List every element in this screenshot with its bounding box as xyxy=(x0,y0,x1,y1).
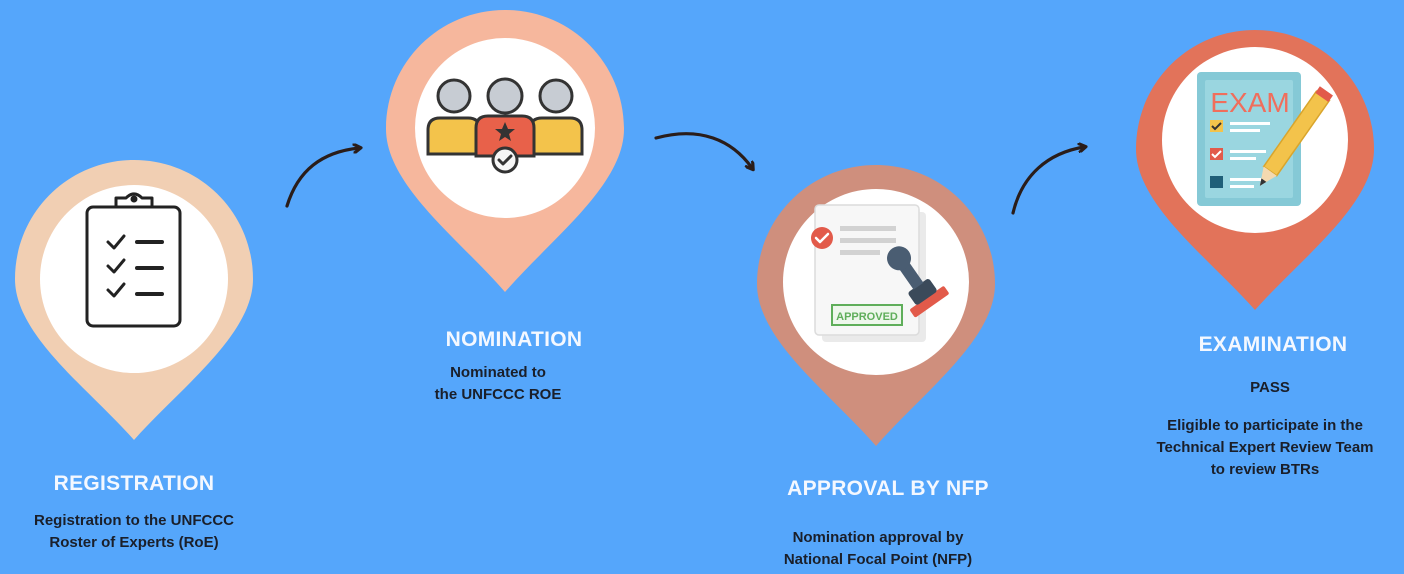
approved-stamp-text: APPROVED xyxy=(836,311,898,323)
nomination-desc-line-1: Nominated to xyxy=(450,364,546,381)
approval-description: Nomination approval by National Focal Po… xyxy=(758,527,998,571)
approval-pin: APPROVED xyxy=(757,165,995,446)
registration-description: Registration to the UNFCCC Roster of Exp… xyxy=(14,510,254,554)
examination-desc-line-1: Eligible to participate in the xyxy=(1167,417,1363,434)
arrow-registration-to-nomination xyxy=(285,148,359,208)
clipboard-checklist-icon xyxy=(85,192,182,328)
exam-paper-icon: EXAM xyxy=(1197,72,1333,206)
examination-desc-line-2: Technical Expert Review Team xyxy=(1156,439,1374,456)
registration-pin xyxy=(15,160,253,440)
examination-subtitle: PASS xyxy=(1150,377,1390,399)
examination-pin: EXAM xyxy=(1136,30,1374,310)
nomination-title: NOMINATION xyxy=(445,328,583,351)
arrow-nomination-to-approval xyxy=(654,132,752,168)
examination-pass-label: PASS xyxy=(1250,379,1290,396)
registration-desc-line-1: Registration to the UNFCCC xyxy=(34,512,234,529)
registration-desc-line-2: Roster of Experts (RoE) xyxy=(49,534,219,551)
nomination-description: Nominated to the UNFCCC ROE xyxy=(398,362,598,406)
approval-desc-line-2: National Focal Point (NFP) xyxy=(783,551,973,568)
examination-title: EXAMINATION xyxy=(1198,333,1348,356)
approval-desc-line-1: Nomination approval by xyxy=(792,529,964,546)
approval-title: APPROVAL BY NFP xyxy=(787,477,989,500)
examination-description: Eligible to participate in the Technical… xyxy=(1135,415,1395,481)
arrow-approval-to-examination xyxy=(1011,147,1084,215)
nomination-pin xyxy=(386,10,624,292)
registration-title: REGISTRATION xyxy=(53,472,215,495)
team-people-icon xyxy=(426,77,584,174)
exam-paper-text: EXAM xyxy=(1210,87,1289,118)
approved-stamp-icon: APPROVED xyxy=(811,204,949,342)
examination-desc-line-3: to review BTRs xyxy=(1210,461,1320,478)
nomination-desc-line-2: the UNFCCC ROE xyxy=(434,386,562,403)
